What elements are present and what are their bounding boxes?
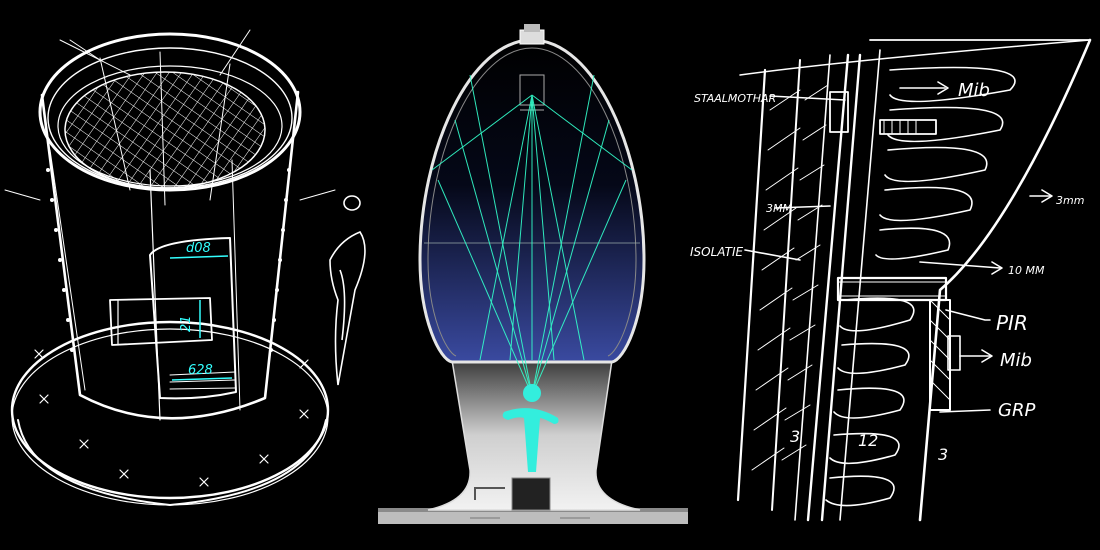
wall-detail-sketch: [736, 38, 1092, 522]
tower-sketch: [4, 29, 336, 506]
insulation-loops: [875, 66, 1016, 260]
label-10mm: 10 MM: [1008, 264, 1045, 277]
wall-detail-labels: STAALMOTHAR Mib 3MM 3mm ISOLATIE 10 MM P…: [690, 80, 1084, 464]
ground-plate: [378, 512, 688, 524]
label-3mm-right: 3mm: [1056, 194, 1084, 207]
door: [149, 237, 237, 400]
label-3mm-left: 3MM: [766, 202, 792, 215]
top-rim: [38, 32, 302, 192]
light-rays: [431, 74, 633, 396]
dimension-label: 628: [188, 363, 213, 378]
egg-cap: [519, 29, 545, 45]
label-staalmothar: STAALMOTHAR: [694, 92, 776, 105]
label-grp: GRP: [998, 400, 1035, 421]
mesh-roof: [64, 71, 266, 189]
label-3-left: 3: [790, 427, 800, 446]
dimension-label: 21: [179, 315, 194, 332]
tower-dimensions: d08 21 628: [169, 241, 233, 381]
rivets: [46, 168, 291, 352]
person-figure: [502, 384, 559, 472]
tower-body: [40, 90, 300, 420]
label-3-right: 3: [938, 445, 948, 464]
label-isolatie: ISOLATIE: [690, 245, 743, 259]
dimension-label: d08: [186, 241, 211, 256]
label-12: 12: [858, 431, 878, 450]
base-crosses: [34, 349, 309, 487]
figure-sketch: [329, 195, 366, 386]
label-mib-top: Mib: [958, 80, 990, 101]
leader-lines: [744, 81, 1053, 413]
base-disc: [10, 320, 330, 500]
egg-section-drawing: [378, 24, 688, 524]
label-mib-bottom: Mib: [1000, 350, 1032, 371]
pir-block: [836, 276, 948, 302]
label-pir: PIR: [996, 311, 1028, 335]
